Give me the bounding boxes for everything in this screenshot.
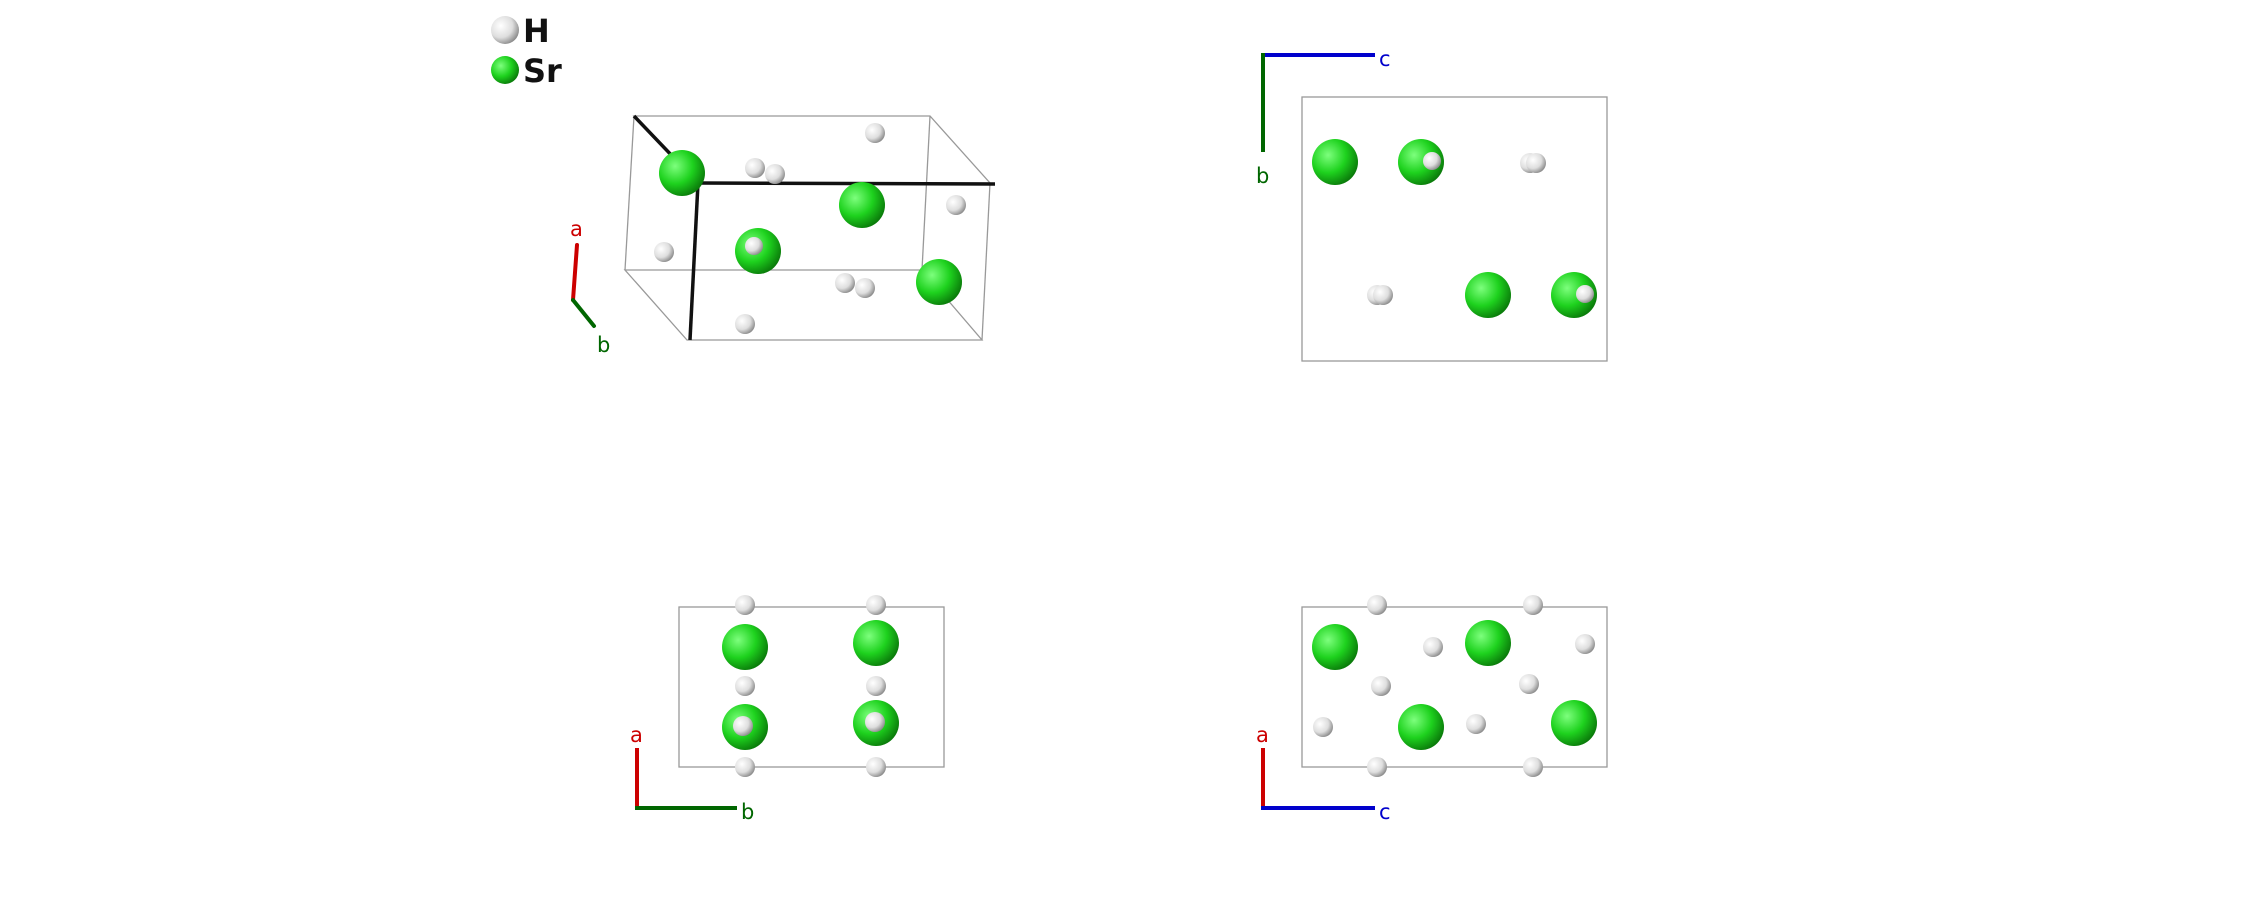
legend-label-h: H	[523, 12, 550, 50]
h-atom	[1373, 285, 1393, 305]
h-atom	[866, 676, 886, 696]
axis-triad	[1261, 748, 1375, 810]
axis-label-b: b	[741, 800, 754, 824]
h-atom	[1576, 285, 1594, 303]
legend-label-sr: Sr	[523, 52, 562, 90]
h-atom	[946, 195, 966, 215]
view-along-a: c b	[1256, 47, 1608, 362]
atoms	[722, 595, 899, 777]
sr-atom-icon	[491, 56, 519, 84]
axis-label-b: b	[597, 333, 610, 357]
h-atom	[1519, 674, 1539, 694]
axis-triad	[635, 748, 737, 810]
h-atom	[835, 273, 855, 293]
legend: H Sr	[491, 12, 562, 90]
h-atom	[745, 237, 763, 255]
axis-label-a: a	[1256, 723, 1269, 747]
sr-atom	[1551, 700, 1597, 746]
atoms	[1312, 595, 1597, 777]
sr-atom	[1312, 624, 1358, 670]
axis-b	[571, 298, 596, 328]
h-atom	[1523, 595, 1543, 615]
atoms	[1312, 139, 1597, 318]
h-atom	[1367, 595, 1387, 615]
h-atom	[865, 123, 885, 143]
h-atom	[1523, 757, 1543, 777]
h-atom	[855, 278, 875, 298]
h-atom	[1526, 153, 1546, 173]
atoms	[654, 123, 966, 334]
h-atom	[866, 757, 886, 777]
sr-atom	[1465, 620, 1511, 666]
view-along-b: a c	[1256, 595, 1608, 824]
h-atom	[1575, 634, 1595, 654]
axis-label-b: b	[1256, 164, 1269, 188]
sr-atom	[1551, 272, 1597, 318]
legend-item-sr: Sr	[491, 52, 562, 90]
view-perspective: a b	[570, 114, 996, 357]
sr-atom	[659, 150, 705, 196]
h-atom	[866, 595, 886, 615]
axis-triad	[571, 243, 596, 328]
unit-cell	[623, 115, 992, 341]
sr-atom	[853, 620, 899, 666]
axis-a	[571, 243, 579, 302]
h-atom	[733, 716, 753, 736]
h-atom	[1423, 152, 1441, 170]
axis-label-c: c	[1379, 800, 1391, 824]
unit-cell-edges	[632, 114, 996, 341]
h-atom	[745, 158, 765, 178]
unit-cell	[678, 606, 945, 768]
h-atom	[1367, 757, 1387, 777]
h-atom	[735, 676, 755, 696]
h-atom	[735, 314, 755, 334]
legend-item-h: H	[491, 12, 550, 50]
h-atom	[1313, 717, 1333, 737]
axis-triad	[1261, 53, 1375, 152]
sr-atom	[1398, 139, 1444, 185]
h-atom	[654, 242, 674, 262]
sr-atom	[1398, 704, 1444, 750]
sr-atom	[839, 182, 885, 228]
h-atom	[765, 164, 785, 184]
axis-label-a: a	[570, 217, 583, 241]
view-along-c: a b	[630, 595, 945, 824]
unit-cell	[1301, 606, 1608, 768]
axis-label-c: c	[1379, 47, 1391, 71]
h-atom	[1371, 676, 1391, 696]
unit-cell	[1301, 96, 1608, 362]
h-atom	[865, 712, 885, 732]
sr-atom	[722, 624, 768, 670]
h-atom	[735, 757, 755, 777]
h-atom	[1423, 637, 1443, 657]
h-atom	[735, 595, 755, 615]
h-atom	[1466, 714, 1486, 734]
sr-atom	[916, 259, 962, 305]
sr-atom	[1465, 272, 1511, 318]
sr-atom	[1312, 139, 1358, 185]
axis-label-a: a	[630, 723, 643, 747]
h-atom-icon	[491, 16, 519, 44]
